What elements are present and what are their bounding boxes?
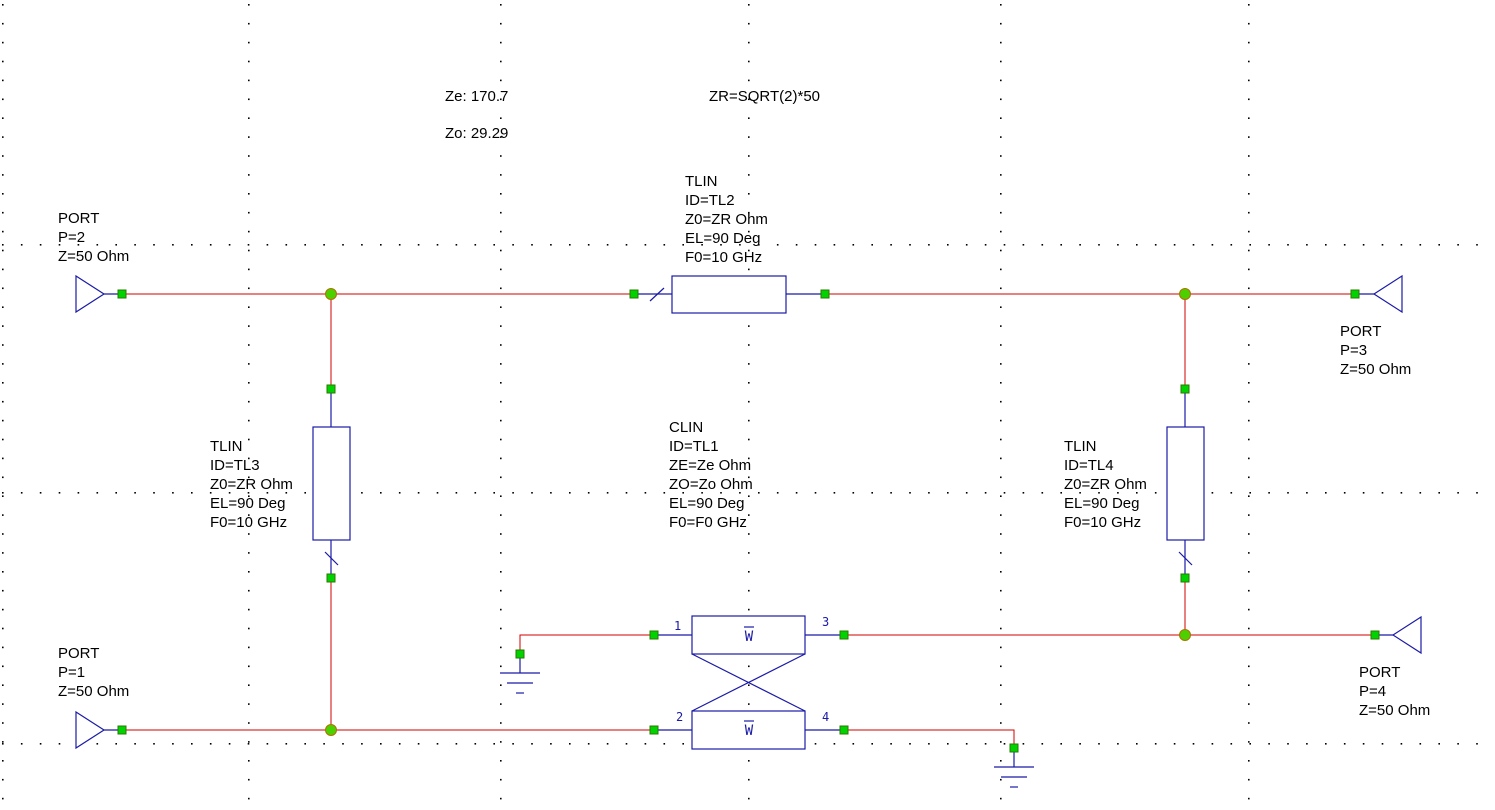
tl1-label: CLIN ID=TL1 ZE=Ze Ohm ZO=Zo Ohm EL=90 De… <box>669 419 753 531</box>
svg-text:F0=F0 GHz: F0=F0 GHz <box>669 514 747 531</box>
node-port1[interactable] <box>117 725 127 735</box>
clin-pin-3: 3 <box>822 615 829 629</box>
equation-ze[interactable]: Ze: 170.7 <box>445 88 508 105</box>
svg-text:Z=50 Ohm: Z=50 Ohm <box>58 248 129 265</box>
svg-text:EL=90 Deg: EL=90 Deg <box>1064 495 1139 512</box>
tl3-tick <box>324 551 339 566</box>
svg-text:Z=50 Ohm: Z=50 Ohm <box>1340 361 1411 378</box>
ground-2[interactable] <box>994 748 1034 788</box>
equation-zr[interactable]: ZR=SQRT(2)*50 <box>709 88 820 105</box>
svg-text:ZO=Zo Ohm: ZO=Zo Ohm <box>669 476 753 493</box>
node-port4[interactable] <box>1370 630 1380 640</box>
node-gnd-1[interactable] <box>515 649 525 659</box>
svg-text:Z=50 Ohm: Z=50 Ohm <box>1359 702 1430 719</box>
port-4-label: PORT P=4 Z=50 Ohm <box>1359 664 1430 719</box>
svg-text:EL=90 Deg: EL=90 Deg <box>669 495 744 512</box>
svg-text:P=1: P=1 <box>58 664 85 681</box>
node-port2[interactable] <box>117 289 127 299</box>
svg-text:TLIN: TLIN <box>685 173 718 190</box>
svg-text:Z0=ZR Ohm: Z0=ZR Ohm <box>685 211 768 228</box>
ground-1[interactable] <box>500 654 540 694</box>
junction-tl3-top[interactable] <box>325 288 337 300</box>
clin-pin-1: 1 <box>674 619 681 633</box>
node-clin-4[interactable] <box>839 725 849 735</box>
svg-text:P=3: P=3 <box>1340 342 1367 359</box>
port-1-symbol[interactable] <box>75 710 106 750</box>
junction-tl4-bottom[interactable] <box>1179 629 1191 641</box>
junction-tl4-top[interactable] <box>1179 288 1191 300</box>
tl4-label: TLIN ID=TL4 Z0=ZR Ohm EL=90 Deg F0=10 GH… <box>1064 438 1147 531</box>
svg-text:PORT: PORT <box>58 210 99 227</box>
node-clin-1[interactable] <box>649 630 659 640</box>
svg-text:PORT: PORT <box>1359 664 1400 681</box>
junction-tl3-bottom[interactable] <box>325 724 337 736</box>
tl2-body[interactable] <box>671 275 787 314</box>
tl3-label: TLIN ID=TL3 Z0=ZR Ohm EL=90 Deg F0=10 GH… <box>210 438 293 531</box>
tl2-tick <box>649 287 665 302</box>
svg-text:PORT: PORT <box>58 645 99 662</box>
clin-w-bottom: W <box>745 723 754 739</box>
node-tl3-top[interactable] <box>326 384 336 394</box>
svg-text:F0=10 GHz: F0=10 GHz <box>210 514 287 531</box>
port-1-label: PORT P=1 Z=50 Ohm <box>58 645 129 700</box>
tl4-body[interactable] <box>1166 426 1205 541</box>
clin-pin-4: 4 <box>822 710 829 724</box>
tl3-body[interactable] <box>312 426 351 541</box>
port-2-label: PORT P=2 Z=50 Ohm <box>58 210 129 265</box>
node-tl2-in[interactable] <box>629 289 639 299</box>
svg-text:EL=90 Deg: EL=90 Deg <box>685 230 760 247</box>
svg-text:TLIN: TLIN <box>210 438 243 455</box>
clin-line-bottom[interactable] <box>691 710 806 750</box>
wires <box>122 293 1375 748</box>
svg-text:F0=10 GHz: F0=10 GHz <box>1064 514 1141 531</box>
clin-tl1[interactable]: W W 1 3 2 4 <box>654 615 844 750</box>
svg-text:Z=50 Ohm: Z=50 Ohm <box>58 683 129 700</box>
node-port3[interactable] <box>1350 289 1360 299</box>
node-tl4-bottom[interactable] <box>1180 573 1190 583</box>
clin-line-top[interactable] <box>691 615 806 655</box>
node-tl2-out[interactable] <box>820 289 830 299</box>
svg-text:ZE=Ze Ohm: ZE=Ze Ohm <box>669 457 751 474</box>
node-clin-3[interactable] <box>839 630 849 640</box>
connection-nodes <box>117 289 1380 753</box>
port-3-label: PORT P=3 Z=50 Ohm <box>1340 323 1411 378</box>
svg-text:ID=TL2: ID=TL2 <box>685 192 735 209</box>
port-4-symbol[interactable] <box>1391 615 1422 655</box>
port-2-symbol[interactable] <box>75 274 106 314</box>
svg-text:PORT: PORT <box>1340 323 1381 340</box>
svg-text:P=2: P=2 <box>58 229 85 246</box>
node-gnd-2[interactable] <box>1009 743 1019 753</box>
svg-text:Z0=ZR Ohm: Z0=ZR Ohm <box>210 476 293 493</box>
wire-clin1-gnd[interactable] <box>519 634 654 654</box>
svg-text:EL=90 Deg: EL=90 Deg <box>210 495 285 512</box>
svg-text:ID=TL1: ID=TL1 <box>669 438 719 455</box>
equation-zo[interactable]: Zo: 29.29 <box>445 125 508 142</box>
node-tl4-top[interactable] <box>1180 384 1190 394</box>
svg-text:F0=10 GHz: F0=10 GHz <box>685 249 762 266</box>
node-tl3-bottom[interactable] <box>326 573 336 583</box>
clin-pin-2: 2 <box>676 710 683 724</box>
grid-dots <box>2 4 1478 800</box>
svg-text:P=4: P=4 <box>1359 683 1386 700</box>
svg-text:TLIN: TLIN <box>1064 438 1097 455</box>
node-clin-2[interactable] <box>649 725 659 735</box>
clin-w-top: W <box>745 629 754 645</box>
wire-clin4-gnd[interactable] <box>844 729 1015 748</box>
svg-text:ID=TL3: ID=TL3 <box>210 457 260 474</box>
port-3-symbol[interactable] <box>1372 274 1403 314</box>
svg-text:ID=TL4: ID=TL4 <box>1064 457 1114 474</box>
clin-cross-b <box>691 653 806 712</box>
svg-text:CLIN: CLIN <box>669 419 703 436</box>
tl2-label: TLIN ID=TL2 Z0=ZR Ohm EL=90 Deg F0=10 GH… <box>685 173 768 266</box>
tl4-tick <box>1178 551 1193 566</box>
svg-text:Z0=ZR Ohm: Z0=ZR Ohm <box>1064 476 1147 493</box>
